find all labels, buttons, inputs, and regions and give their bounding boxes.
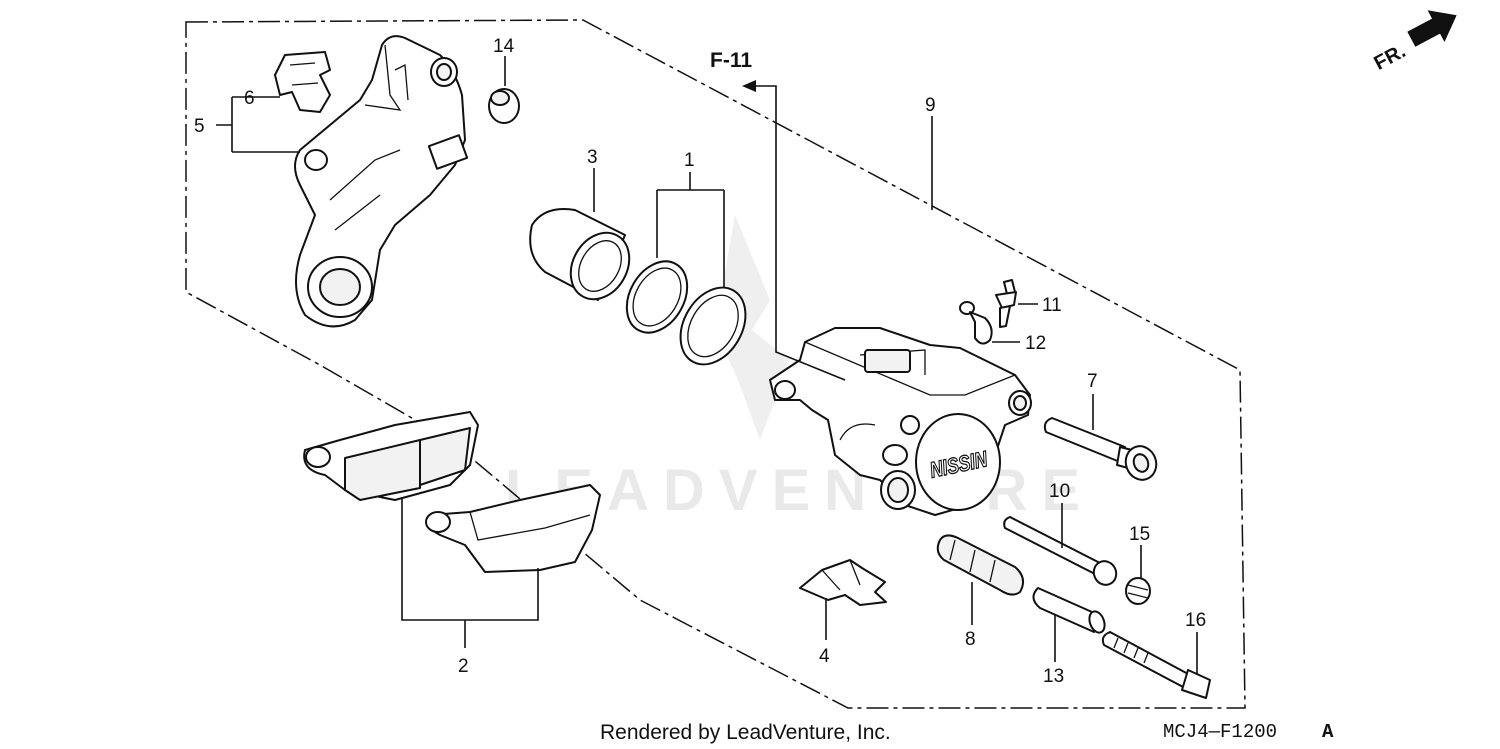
callout-8: 8 xyxy=(965,629,976,650)
callout-3: 3 xyxy=(587,147,598,168)
bleeder-valve[interactable] xyxy=(995,279,1017,328)
front-direction-label: FR. xyxy=(1371,40,1410,75)
leader-lines xyxy=(216,56,1198,675)
assembly-boundary xyxy=(185,19,1246,709)
pin-boot[interactable] xyxy=(936,534,1025,596)
footer-credit: Rendered by LeadVenture, Inc. xyxy=(600,721,891,744)
pin-sleeve[interactable] xyxy=(1032,587,1107,635)
callout-7: 7 xyxy=(1087,371,1098,392)
callout-2: 2 xyxy=(458,656,469,677)
caliper-bracket[interactable] xyxy=(294,35,469,328)
callout-16: 16 xyxy=(1185,610,1206,631)
pin-bolt[interactable] xyxy=(1043,417,1161,484)
callout-1: 1 xyxy=(684,150,695,171)
dust-seal[interactable] xyxy=(667,276,758,376)
pad-retainer[interactable] xyxy=(799,559,887,606)
callout-9: 9 xyxy=(925,95,936,116)
callout-5: 5 xyxy=(194,116,205,137)
brake-pad-inner[interactable] xyxy=(425,484,601,573)
pin-plug[interactable] xyxy=(1125,577,1151,605)
callout-12: 12 xyxy=(1025,333,1046,354)
diagram-code-suffix: A xyxy=(1322,721,1334,743)
pad-pin[interactable] xyxy=(1003,516,1120,589)
callout-11: 11 xyxy=(1042,295,1062,316)
diagram-code: MCJ4—F1200 xyxy=(1163,721,1277,743)
callout-15: 15 xyxy=(1129,524,1150,545)
piston[interactable] xyxy=(529,208,641,310)
callout-13: 13 xyxy=(1043,666,1064,687)
front-direction-indicator: FR. xyxy=(1371,10,1457,75)
callout-14: 14 xyxy=(493,36,515,57)
bolt-cap[interactable] xyxy=(488,88,520,124)
callout-6: 6 xyxy=(244,88,255,109)
callout-10: 10 xyxy=(1049,481,1070,502)
piston-seal[interactable] xyxy=(615,251,700,344)
brake-pad-outer[interactable] xyxy=(303,411,479,501)
front-arrow-icon xyxy=(1407,10,1457,47)
reference-label: F-11 xyxy=(710,49,752,72)
bleeder-cap[interactable] xyxy=(959,301,993,345)
caliper-body[interactable]: NISSIN xyxy=(769,327,1032,516)
flange-bolt[interactable] xyxy=(1101,631,1211,699)
pad-spring[interactable] xyxy=(274,51,331,113)
callout-labels: 1 2 3 4 5 6 7 8 9 10 11 12 13 14 15 16 F… xyxy=(194,36,1206,687)
callout-4: 4 xyxy=(819,646,830,667)
